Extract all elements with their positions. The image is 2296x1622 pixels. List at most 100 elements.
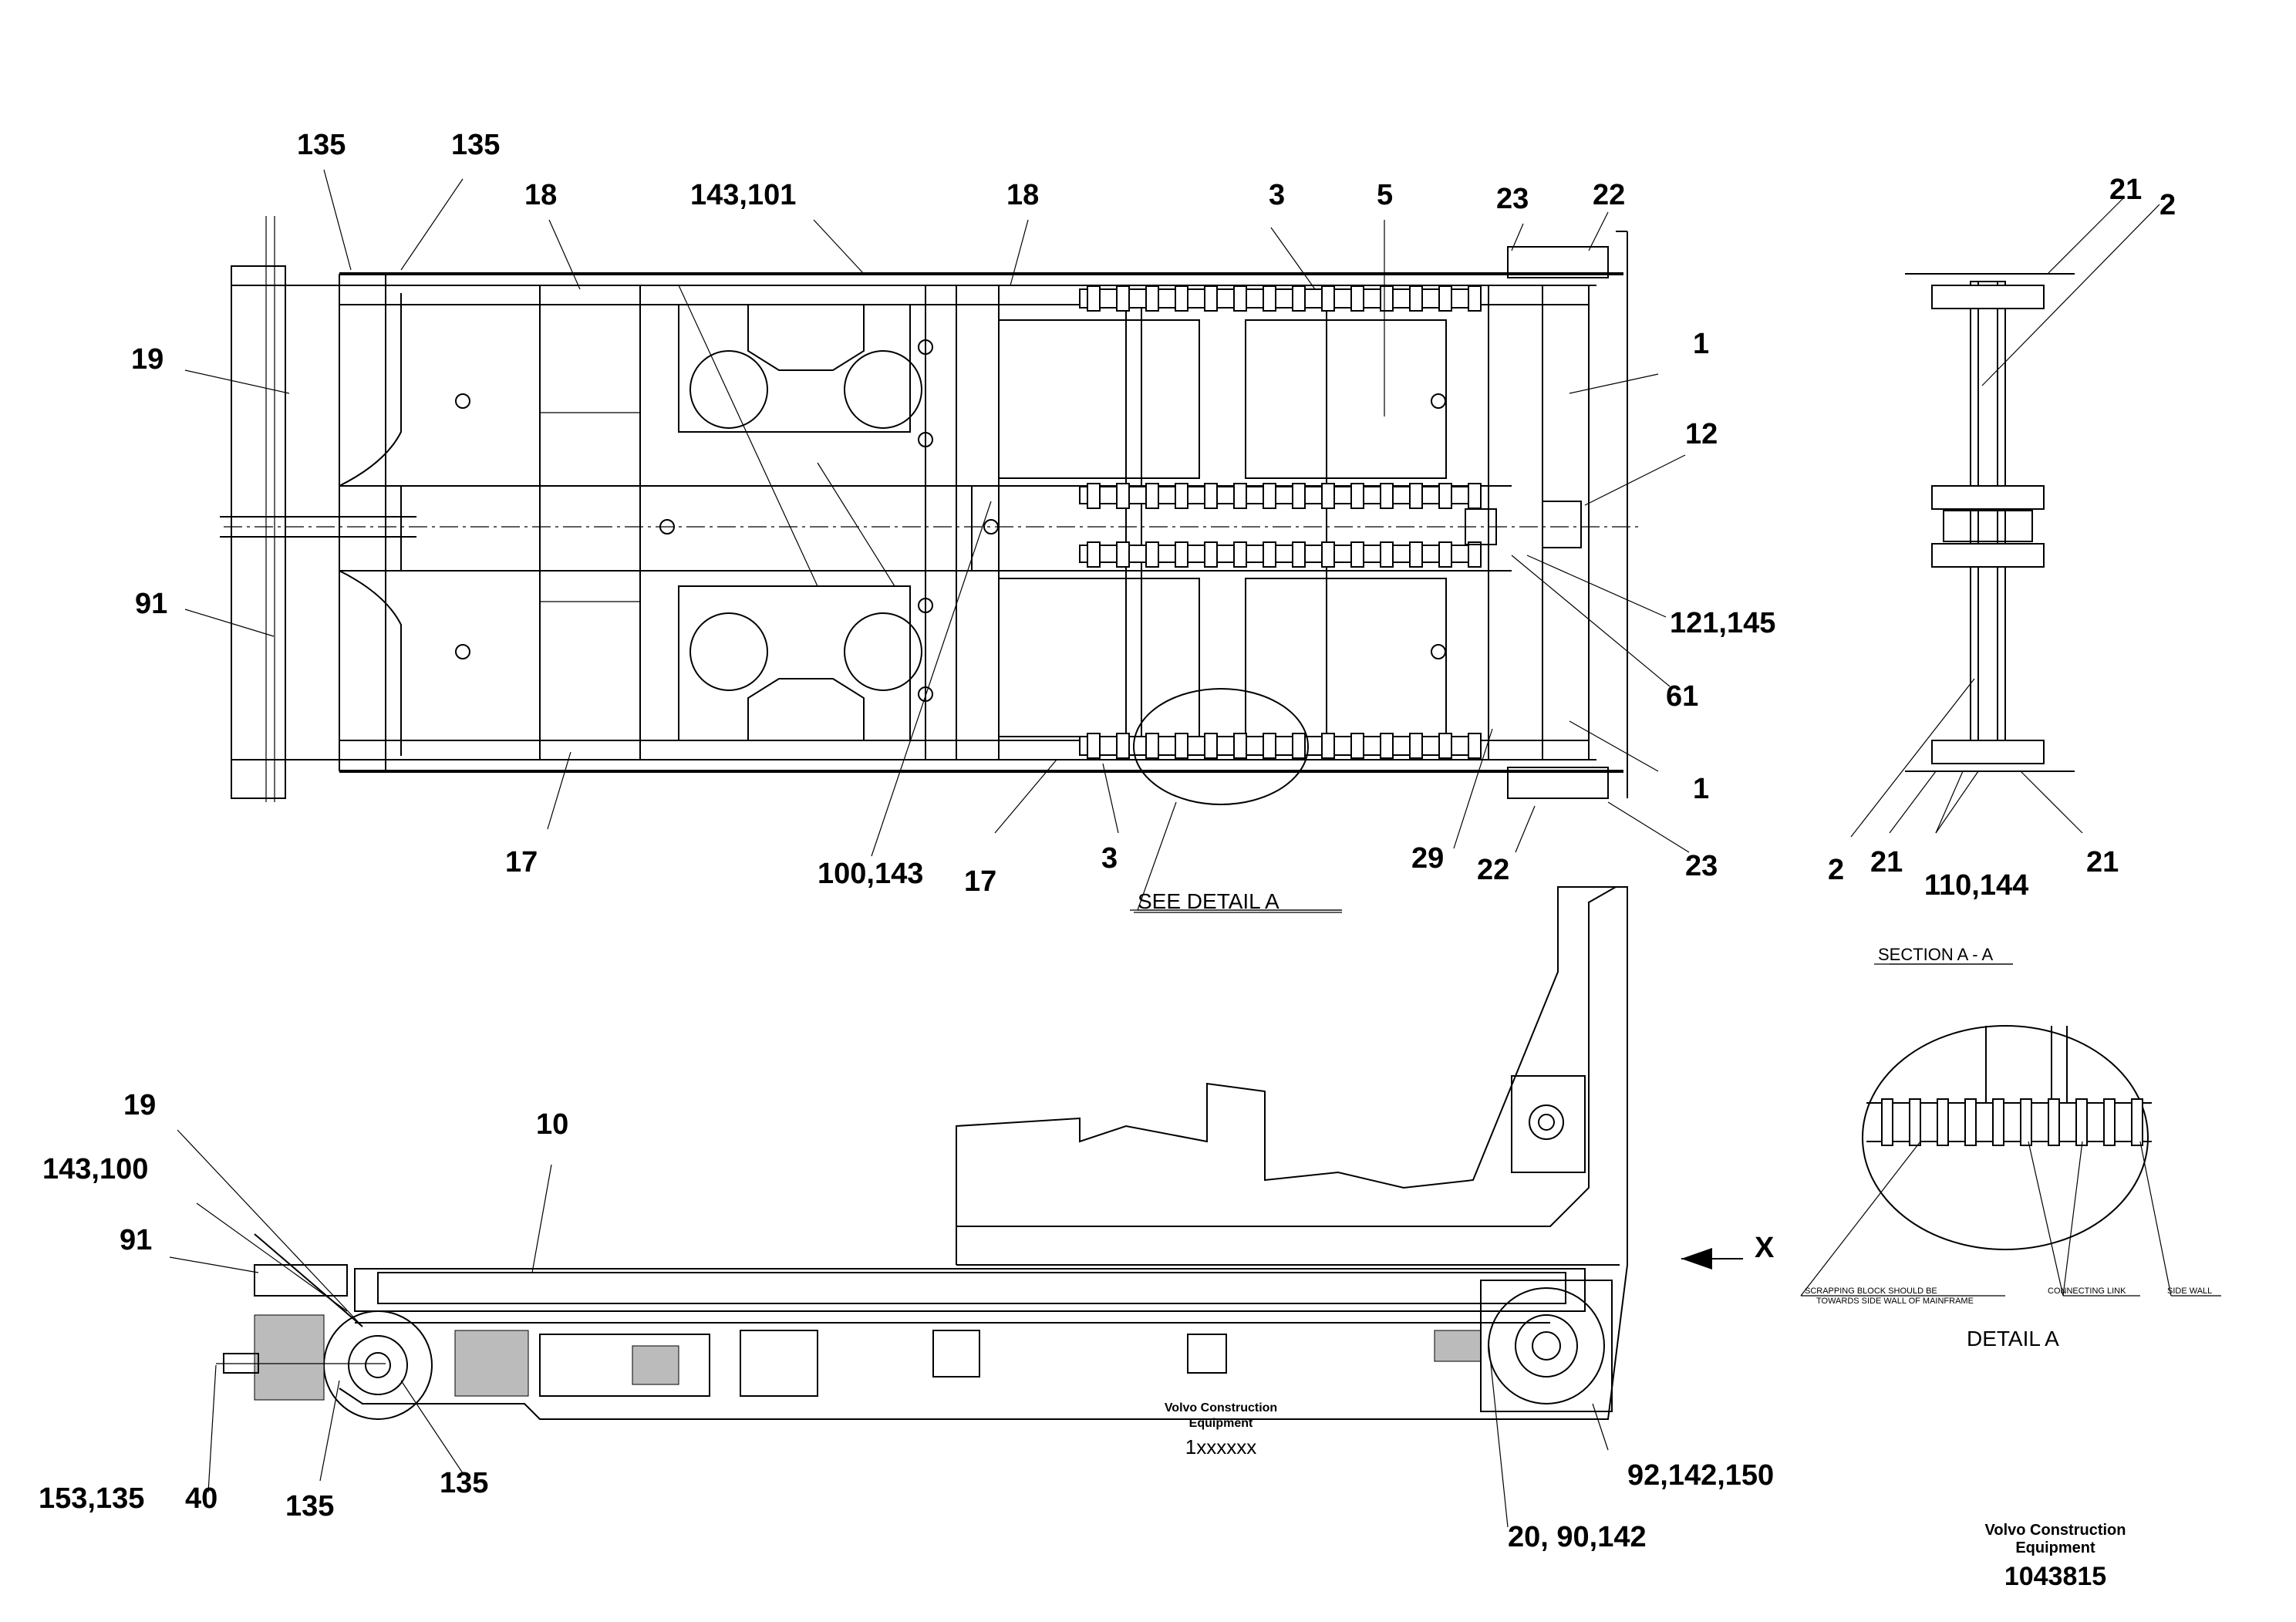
chain-link xyxy=(1263,541,1276,568)
chain-link xyxy=(1175,733,1188,759)
chain-link xyxy=(1116,285,1130,312)
side-wall-note: SIDE WALL xyxy=(2167,1286,2212,1296)
view-arrow-label: X xyxy=(1755,1232,1775,1264)
section-title: SECTION A - A xyxy=(1878,945,1993,964)
chain-link xyxy=(1468,483,1482,509)
callout-label: 135 xyxy=(285,1490,334,1523)
chain-link xyxy=(1145,285,1159,312)
detail-chain-links xyxy=(1881,1098,2143,1146)
detail-chain-link xyxy=(2075,1098,2088,1146)
callout-label: 10 xyxy=(536,1108,568,1141)
callout-label: 29 xyxy=(1411,842,1444,875)
callout-label: 23 xyxy=(1685,850,1718,882)
bolt-mark xyxy=(918,686,933,702)
chain-link xyxy=(1233,541,1247,568)
callout-label: 91 xyxy=(135,588,167,620)
inner-part-number: 1xxxxxx xyxy=(1185,1435,1256,1458)
chain-link xyxy=(1145,483,1159,509)
chain-link xyxy=(1350,483,1364,509)
chain-link xyxy=(1263,483,1276,509)
callout-label: 1 xyxy=(1693,328,1709,360)
top-chain xyxy=(1079,288,1482,756)
detail-chain-link xyxy=(1964,1098,1977,1146)
bolt-mark xyxy=(455,644,470,659)
chain-link xyxy=(1380,483,1394,509)
bolt-mark xyxy=(918,598,933,613)
detail-chain-link xyxy=(2103,1098,2116,1146)
callout-label: 2 xyxy=(2159,189,2176,221)
chain-link xyxy=(1087,541,1101,568)
callout-label: 91 xyxy=(120,1224,152,1256)
inner-company-line2: Equipment xyxy=(1189,1417,1253,1430)
callout-label: 22 xyxy=(1477,854,1509,886)
callout-label: 135 xyxy=(451,129,500,161)
chain-link xyxy=(1116,483,1130,509)
chain-link xyxy=(1116,733,1130,759)
callout-label: 110,144 xyxy=(1924,869,2028,902)
callout-label: 40 xyxy=(185,1482,217,1515)
callout-labels: 135 135 18 143,101 18 3 5 23 22 19 1 12 … xyxy=(39,129,2212,1591)
callout-label: 143,101 xyxy=(690,179,796,211)
callout-label: 22 xyxy=(1593,179,1625,211)
callout-label: 121,145 xyxy=(1670,607,1775,639)
bolt-mark xyxy=(918,432,933,447)
detail-title: DETAIL A xyxy=(1967,1327,2059,1351)
chain-link xyxy=(1350,733,1364,759)
scrapping-note-line2: TOWARDS SIDE WALL OF MAINFRAME xyxy=(1816,1297,1974,1306)
callout-label: 19 xyxy=(123,1089,156,1121)
footer-part-number: 1043815 xyxy=(2004,1562,2106,1591)
chain-link xyxy=(1233,483,1247,509)
chain-link xyxy=(1468,541,1482,568)
see-detail-label: SEE DETAIL A xyxy=(1138,889,1279,913)
callout-label: 17 xyxy=(505,846,538,878)
callout-label: 19 xyxy=(131,343,164,376)
chain-link xyxy=(1204,285,1218,312)
callout-label: 21 xyxy=(2109,174,2142,206)
callout-label: 17 xyxy=(964,865,996,898)
chain-link xyxy=(1292,733,1306,759)
detail-a-view xyxy=(1800,1025,2221,1297)
callout-label: 61 xyxy=(1666,680,1698,713)
chain-link xyxy=(1145,541,1159,568)
chain-link xyxy=(1409,541,1423,568)
detail-chain-link xyxy=(1937,1098,1949,1146)
chain-link xyxy=(1087,285,1101,312)
chain-link xyxy=(1145,733,1159,759)
callout-label: 135 xyxy=(440,1467,488,1499)
bolt-mark xyxy=(918,339,933,355)
callout-label: 21 xyxy=(2086,846,2119,878)
chain-link xyxy=(1409,285,1423,312)
callout-label: 5 xyxy=(1377,179,1393,211)
callout-label: 3 xyxy=(1269,179,1285,211)
callout-label: 143,100 xyxy=(42,1153,148,1185)
bolt-mark xyxy=(1431,393,1446,409)
chain-link xyxy=(1087,733,1101,759)
chain-link xyxy=(1350,285,1364,312)
detail-chain-link xyxy=(1909,1098,1921,1146)
chain-link xyxy=(1380,733,1394,759)
detail-chain-link xyxy=(2131,1098,2143,1146)
chain-link xyxy=(1263,733,1276,759)
bolt-mark xyxy=(455,393,470,409)
chain-link xyxy=(1087,483,1101,509)
footer-company-line1: Volvo Construction xyxy=(1985,1522,2126,1539)
callout-label: 1 xyxy=(1693,773,1709,805)
callout-label: 18 xyxy=(1006,179,1039,211)
callout-label: 21 xyxy=(1870,846,1903,878)
chain-link xyxy=(1380,541,1394,568)
bolt-marks xyxy=(455,339,1446,702)
section-a-a-view xyxy=(1905,273,2075,772)
bolt-mark xyxy=(983,519,999,534)
chain-link xyxy=(1468,733,1482,759)
callout-label: 135 xyxy=(297,129,346,161)
chain-link xyxy=(1233,285,1247,312)
detail-chain-link xyxy=(1881,1098,1893,1146)
chain-link xyxy=(1380,285,1394,312)
callout-label: 92,142,150 xyxy=(1627,1459,1774,1492)
chain-link xyxy=(1321,541,1335,568)
callout-label: 153,135 xyxy=(39,1482,144,1515)
leader-lines xyxy=(169,169,2160,1528)
chain-link xyxy=(1438,285,1452,312)
callout-label: 3 xyxy=(1101,842,1118,875)
